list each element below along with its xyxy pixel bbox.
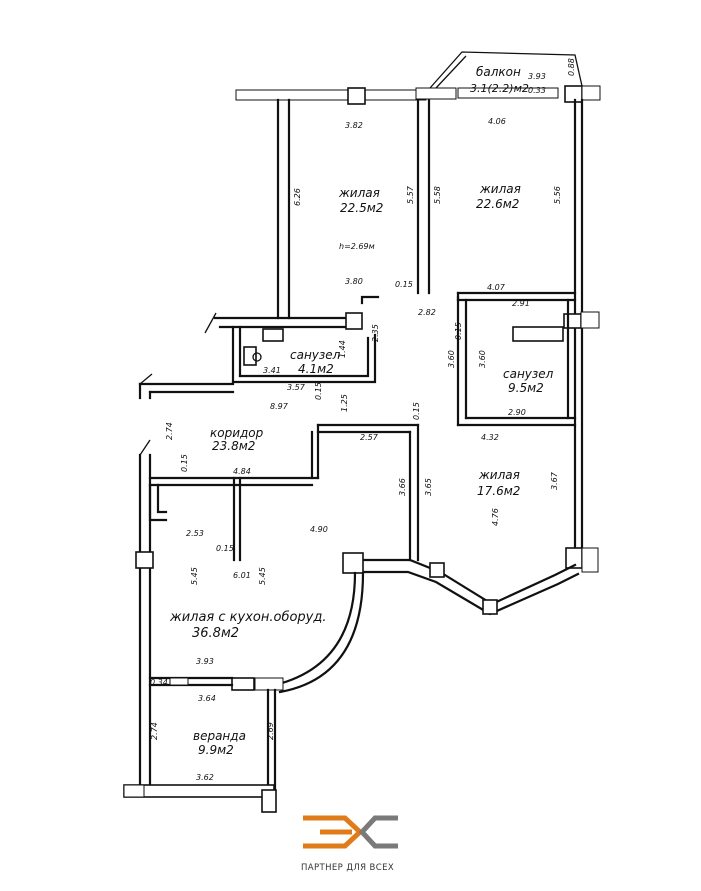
dimension: 4.84 bbox=[233, 467, 251, 476]
balcony-area: 3.1(2.2)м2 bbox=[470, 82, 529, 95]
dimension: 2.53 bbox=[186, 529, 204, 538]
dimension-labels: 3.93 0.33 0.88 3.82 4.06 6.26 5.57 5.58 … bbox=[150, 58, 576, 782]
dimension: 3.57 bbox=[287, 383, 306, 392]
dimension: 0.33 bbox=[528, 86, 546, 95]
dimension: 2.35 bbox=[371, 324, 380, 342]
dimension: 3.65 bbox=[424, 478, 433, 496]
dimension: 3.41 bbox=[263, 366, 281, 375]
dimension: 0.15 bbox=[314, 382, 323, 400]
dimension: 0.15 bbox=[395, 280, 413, 289]
dimension: 3.80 bbox=[345, 277, 363, 286]
dimension: 2.57 bbox=[360, 433, 379, 442]
dimension: 6.26 bbox=[293, 188, 302, 206]
dimension: 3.93 bbox=[528, 72, 546, 81]
dimension: 5.45 bbox=[190, 567, 199, 585]
dimension: 0.15 bbox=[180, 454, 189, 472]
balcony-label: балкон bbox=[476, 65, 521, 79]
dimension: 4.07 bbox=[487, 283, 506, 292]
living-1-area: 22.5м2 bbox=[340, 201, 383, 215]
kitchen-living-label: жилая с кухон.оборуд. bbox=[169, 610, 326, 625]
living-2-label: жилая bbox=[479, 182, 521, 196]
ceiling-height: h=2.69м bbox=[339, 242, 375, 251]
dimension: 4.32 bbox=[481, 433, 499, 442]
dimension: 2.82 bbox=[418, 308, 436, 317]
dimension: 4.06 bbox=[488, 117, 506, 126]
dimension: 3.67 bbox=[550, 471, 559, 490]
dimension: 3.64 bbox=[198, 694, 216, 703]
dimension: 0.15 bbox=[216, 544, 234, 553]
dimension: 2.74 bbox=[165, 422, 174, 440]
bathroom-2-area: 9.5м2 bbox=[508, 381, 544, 395]
dimension: 3.66 bbox=[398, 478, 407, 496]
dimension: 2.69 bbox=[266, 722, 275, 740]
dimension: 3.60 bbox=[478, 350, 487, 368]
dimension: 2.91 bbox=[512, 299, 530, 308]
living-3-label: жилая bbox=[478, 468, 520, 482]
logo-mark-icon bbox=[303, 815, 398, 849]
dimension: 0.15 bbox=[454, 322, 463, 340]
living-1-label: жилая bbox=[338, 186, 380, 200]
veranda-label: веранда bbox=[193, 729, 246, 743]
dimension: 3.60 bbox=[447, 350, 456, 368]
walls bbox=[123, 51, 601, 813]
dimension: 5.56 bbox=[553, 186, 562, 204]
room-labels: балкон 3.1(2.2)м2 жилая 22.5м2 h=2.69м ж… bbox=[169, 65, 554, 757]
dimension: 0.15 bbox=[412, 402, 421, 420]
dimension: 1.44 bbox=[338, 340, 347, 358]
bathroom-2-label: санузел bbox=[503, 367, 554, 381]
dimension: 3.93 bbox=[196, 657, 214, 666]
bathroom-1-area: 4.1м2 bbox=[298, 362, 334, 376]
bathroom-1-label: санузел bbox=[290, 348, 341, 362]
company-logo: ПАРТНЕР ДЛЯ ВСЕХ bbox=[301, 815, 398, 873]
dimension: 4.90 bbox=[310, 525, 328, 534]
dimension: 1.25 bbox=[340, 394, 349, 412]
veranda-area: 9.9м2 bbox=[198, 743, 234, 757]
dimension: 3.62 bbox=[196, 773, 214, 782]
dimension: 3.82 bbox=[345, 121, 363, 130]
dimension: 2.74 bbox=[150, 722, 159, 740]
dimension: 8.97 bbox=[270, 402, 289, 411]
corridor-area: 23.8м2 bbox=[212, 439, 255, 453]
dimension: 5.58 bbox=[433, 186, 442, 204]
corridor-label: коридор bbox=[210, 426, 264, 440]
dimension: 5.45 bbox=[258, 567, 267, 585]
dimension: 6.01 bbox=[233, 571, 251, 580]
dimension: 2.90 bbox=[508, 408, 526, 417]
living-3-area: 17.6м2 bbox=[477, 484, 520, 498]
dimension: 4.76 bbox=[491, 508, 500, 526]
dimension: 0.34 bbox=[150, 678, 168, 687]
logo-caption: ПАРТНЕР ДЛЯ ВСЕХ bbox=[301, 863, 394, 873]
kitchen-living-area: 36.8м2 bbox=[192, 626, 239, 641]
dimension: 0.88 bbox=[567, 58, 576, 76]
living-2-area: 22.6м2 bbox=[476, 197, 519, 211]
dimension: 5.57 bbox=[406, 185, 415, 204]
